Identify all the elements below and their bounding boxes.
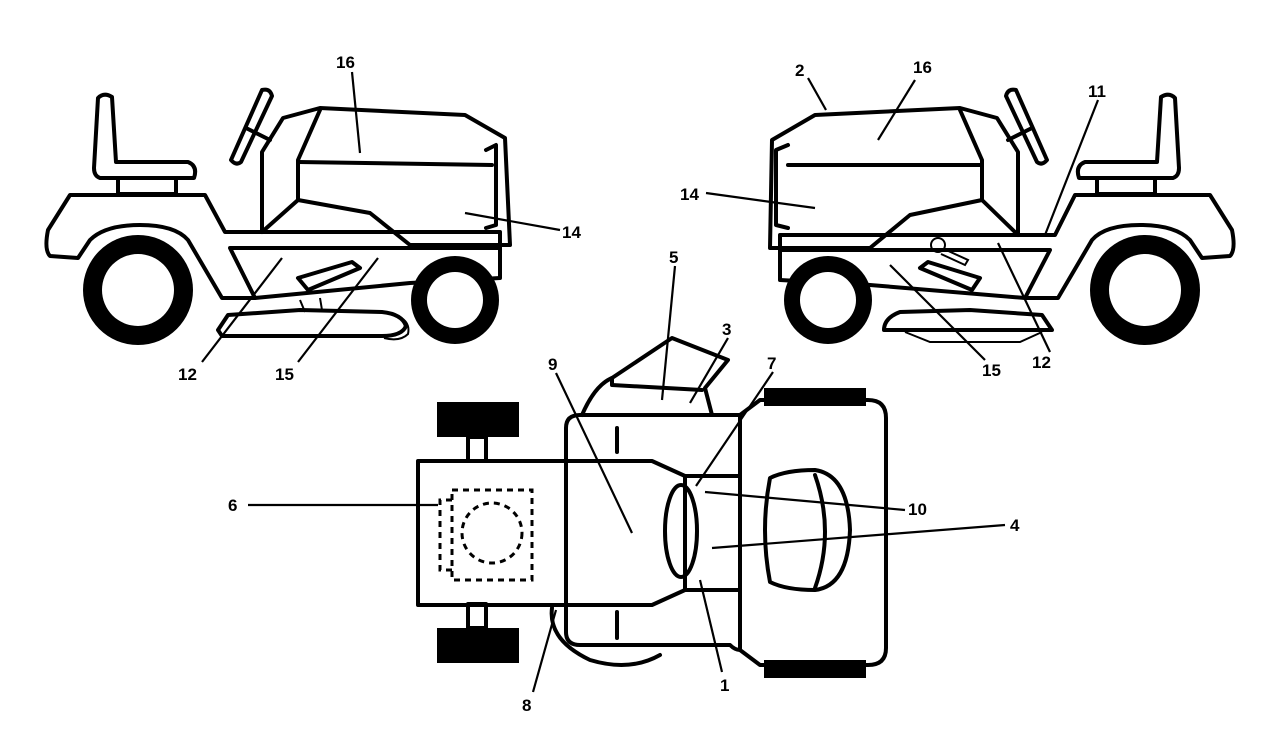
rear-tire-bottom — [764, 660, 866, 678]
callout-4: 4 — [1010, 516, 1020, 535]
grille — [484, 143, 498, 230]
callout-8: 8 — [522, 696, 531, 715]
deck-top — [564, 413, 742, 652]
front-axle-bottom — [466, 602, 488, 630]
leader-10 — [704, 490, 906, 512]
engine-circle — [460, 501, 524, 565]
mower-deck — [882, 308, 1054, 332]
foot-pedal — [296, 260, 362, 292]
leader-16-right — [877, 79, 916, 141]
leader-4 — [711, 523, 1006, 550]
seat-icon — [92, 92, 198, 180]
rear-hub — [1109, 254, 1181, 326]
leader-11 — [1043, 99, 1100, 236]
seat-icon — [1075, 92, 1181, 180]
front-tire-top — [437, 402, 519, 437]
leader-lines — [201, 71, 1100, 693]
leader-14-left — [464, 211, 561, 232]
foot-pedal — [918, 260, 982, 292]
rear-tire-top — [764, 388, 866, 406]
callout-2: 2 — [795, 61, 804, 80]
steering-wheel-icon — [1004, 87, 1049, 166]
rear-fender — [778, 193, 1236, 300]
seat-base — [116, 176, 178, 196]
discharge-chute — [580, 336, 730, 417]
callout-16-left: 16 — [336, 53, 355, 72]
callout-5: 5 — [669, 248, 678, 267]
leader-3 — [689, 337, 729, 404]
front-hub — [427, 272, 483, 328]
callout-1: 1 — [720, 676, 729, 695]
callout-3: 3 — [722, 320, 731, 339]
leader-8 — [531, 609, 558, 693]
callout-12-left: 12 — [178, 365, 197, 384]
leader-2 — [807, 77, 827, 111]
front-hub — [800, 272, 856, 328]
deck-chute — [381, 311, 410, 341]
tractor-right-side-view — [768, 87, 1236, 345]
callout-14-right: 14 — [680, 185, 699, 204]
leader-12-left — [201, 257, 283, 363]
leader-16-left — [350, 71, 362, 154]
hood-top — [416, 459, 687, 607]
callout-7: 7 — [767, 354, 776, 373]
leader-1 — [698, 579, 724, 673]
hood — [768, 106, 1020, 250]
hood-mid-line — [296, 160, 494, 167]
leader-5 — [660, 265, 677, 401]
leader-9 — [555, 372, 633, 534]
callout-10: 10 — [908, 500, 927, 519]
chute-edge — [610, 376, 704, 392]
grille — [774, 143, 790, 230]
callout-labels: 16 14 12 15 2 16 14 11 12 15 5 3 9 7 6 1… — [178, 53, 1106, 715]
front-tire-bottom — [437, 628, 519, 663]
callout-15-left: 15 — [275, 365, 294, 384]
hood — [260, 106, 512, 247]
lever-knob — [930, 237, 946, 253]
steering-column — [1006, 126, 1034, 142]
callout-9: 9 — [548, 355, 557, 374]
rear-fender — [44, 193, 502, 300]
steering-wheel-top — [663, 483, 699, 579]
hood-side-line — [296, 108, 322, 202]
engine-side — [438, 498, 452, 572]
callout-12-right: 12 — [1032, 353, 1051, 372]
deck-skirt — [904, 331, 1043, 343]
rear-hub — [102, 254, 174, 326]
callout-16-right: 16 — [913, 58, 932, 77]
hood-side-line — [958, 108, 984, 202]
seat-back — [813, 473, 827, 590]
tractor-left-side-view — [44, 87, 512, 345]
leader-15-left — [297, 257, 379, 363]
seat-top — [763, 468, 852, 592]
steering-wheel-icon — [229, 87, 274, 166]
deck-links — [299, 297, 323, 313]
tractor-top-view — [416, 336, 888, 678]
engine-outline — [450, 488, 534, 582]
mower-deck — [216, 308, 408, 338]
callout-6: 6 — [228, 496, 237, 515]
leader-14-right — [705, 191, 816, 210]
lever-handle — [940, 248, 970, 267]
leader-15-right — [889, 264, 986, 361]
deck-curve — [549, 606, 662, 667]
callout-14-left: 14 — [562, 223, 581, 242]
steering-column — [244, 126, 272, 142]
callout-15-right: 15 — [982, 361, 1001, 380]
front-axle-top — [466, 435, 488, 463]
leader-7 — [695, 371, 774, 487]
seat-base — [1095, 176, 1157, 196]
rear-body-top — [738, 398, 888, 667]
leader-12-right — [997, 242, 1051, 353]
callout-11: 11 — [1088, 82, 1106, 101]
